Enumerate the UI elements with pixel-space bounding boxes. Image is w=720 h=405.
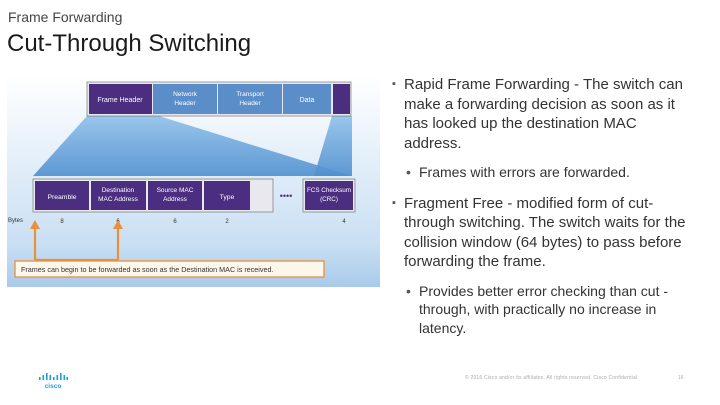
footer-copyright: © 2016 Cisco and/or its affiliates. All … bbox=[465, 375, 638, 381]
top-field-transport-line2: Header bbox=[239, 100, 261, 107]
subbullet-error-checking-text: Provides better error checking than cut … bbox=[419, 282, 669, 336]
bullet-rapid-frame-text: Rapid Frame Forwarding - The switch can … bbox=[404, 76, 683, 152]
top-field-network-line1: Network bbox=[173, 91, 198, 98]
preamble-box bbox=[35, 181, 89, 210]
caption-text: Frames can begin to be forwarded as soon… bbox=[21, 265, 274, 274]
square-bullet-icon: ▪ bbox=[392, 196, 396, 209]
trailer-box bbox=[333, 84, 350, 114]
square-bullet-icon: ▪ bbox=[392, 78, 396, 90]
bullet-fragment-free-text: Fragment Free - modified form of cut-thr… bbox=[404, 194, 686, 271]
arrow-head-right bbox=[113, 220, 123, 229]
section-subtitle: Frame Forwarding bbox=[8, 9, 123, 25]
slide-title: Cut-Through Switching bbox=[7, 30, 252, 57]
page-number: 16 bbox=[678, 375, 684, 381]
dot-bullet-icon: • bbox=[406, 164, 411, 180]
svg-text:cisco: cisco bbox=[45, 383, 62, 389]
dest-mac-box bbox=[91, 181, 146, 210]
field-ellipsis: •••• bbox=[280, 191, 293, 201]
bytes-label: Bytes bbox=[8, 218, 23, 224]
arrow-head-left bbox=[30, 220, 40, 229]
network-header-box bbox=[153, 84, 217, 114]
type-box bbox=[204, 181, 250, 210]
dot-bullet-icon: • bbox=[406, 282, 411, 299]
transport-header-box bbox=[218, 84, 282, 114]
data-box bbox=[283, 84, 331, 114]
cisco-logo-icon: cisco bbox=[39, 373, 68, 389]
subbullet-errors-text: Frames with errors are forwarded. bbox=[419, 164, 630, 180]
fcs-box bbox=[305, 181, 353, 210]
caption-box bbox=[14, 260, 325, 278]
field-type: Type bbox=[220, 194, 235, 201]
source-mac-box bbox=[148, 181, 202, 210]
svg-text:FCS Checksum(CRC): FCS Checksum(CRC) bbox=[307, 187, 351, 203]
top-field-transport-line1: Transport bbox=[236, 91, 264, 98]
forwarding-arrows bbox=[33, 227, 120, 262]
subbullet-errors: • Frames with errors are forwarded. bbox=[392, 163, 692, 182]
subbullet-error-checking: • Provides better error checking than cu… bbox=[392, 282, 692, 338]
byte-type: 2 bbox=[225, 219, 229, 225]
top-field-frame-header: Frame Header bbox=[97, 97, 143, 104]
byte-fcs: 4 bbox=[342, 219, 346, 225]
expand-fan-left bbox=[33, 116, 352, 176]
frame-header-box bbox=[89, 84, 152, 114]
expand-fan-right bbox=[314, 116, 352, 176]
bullet-list: ▪ Rapid Frame Forwarding - The switch ca… bbox=[392, 75, 692, 337]
bullet-fragment-free: ▪ Fragment Free - modified form of cut-t… bbox=[392, 194, 692, 272]
bullet-rapid-frame: ▪ Rapid Frame Forwarding - The switch ca… bbox=[392, 75, 692, 153]
byte-source-mac: 6 bbox=[173, 219, 177, 225]
field-preamble: Preamble bbox=[47, 194, 76, 201]
top-field-network-line2: Header bbox=[174, 100, 196, 107]
top-field-data: Data bbox=[300, 97, 315, 104]
byte-preamble: 8 bbox=[60, 219, 64, 225]
